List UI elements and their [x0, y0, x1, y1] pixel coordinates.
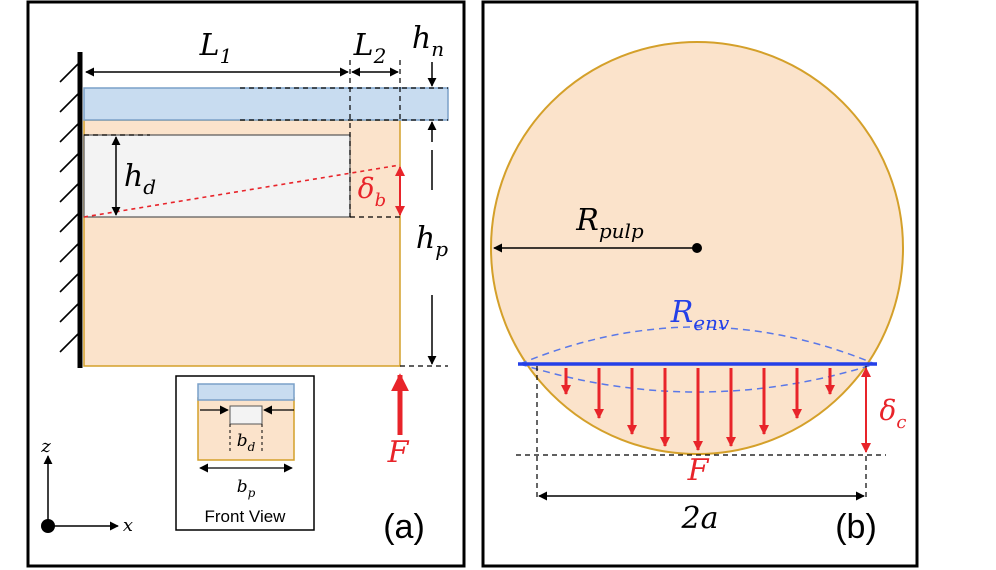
front-view-inset: bd bp Front View: [175, 375, 315, 531]
deflected-line: [83, 164, 401, 218]
nail-plate: [83, 87, 449, 121]
r-env-label: Renv: [670, 295, 730, 335]
L2-label: L2: [353, 28, 387, 68]
inset-nail: [197, 383, 295, 401]
contact-width-label: 2a: [681, 501, 719, 536]
pressure-arrows: [561, 368, 835, 451]
panel-b-label: (b): [835, 508, 877, 546]
delta-c-label: δc: [880, 394, 907, 433]
hn-label: hn: [412, 21, 444, 61]
inset-void: [229, 405, 263, 425]
delta-b-label: δb: [358, 172, 386, 211]
panel-b-frame: [481, 0, 919, 568]
r-pulp-label: Rpulp: [575, 203, 644, 243]
panel-b: Renv Rpulp δc F 2a (b): [481, 0, 919, 568]
circle-center: [692, 243, 702, 253]
panel-a: L1 L2 hn hp hd δb F: [26, 0, 466, 568]
panel-b-force-label: F: [687, 453, 710, 488]
L1-label: L1: [199, 28, 233, 68]
panel-a-label: (a): [383, 508, 425, 546]
envelope-upper-dashed: [519, 326, 876, 365]
void-region: [83, 134, 351, 218]
hd-label: hd: [124, 159, 156, 199]
axis-x-label: x: [123, 515, 133, 536]
inset-bd-label: bd: [237, 431, 256, 454]
axes-indicator: z x: [40, 436, 133, 536]
inset-caption: Front View: [205, 507, 287, 526]
panel-a-frame: [26, 0, 466, 568]
reference-lines: [84, 60, 448, 367]
fixed-wall: [59, 52, 83, 368]
inset-bp-label: bp: [237, 477, 256, 500]
force-label: F: [387, 435, 410, 470]
hp-label: hp: [416, 221, 448, 261]
axis-z-label: z: [40, 436, 51, 457]
